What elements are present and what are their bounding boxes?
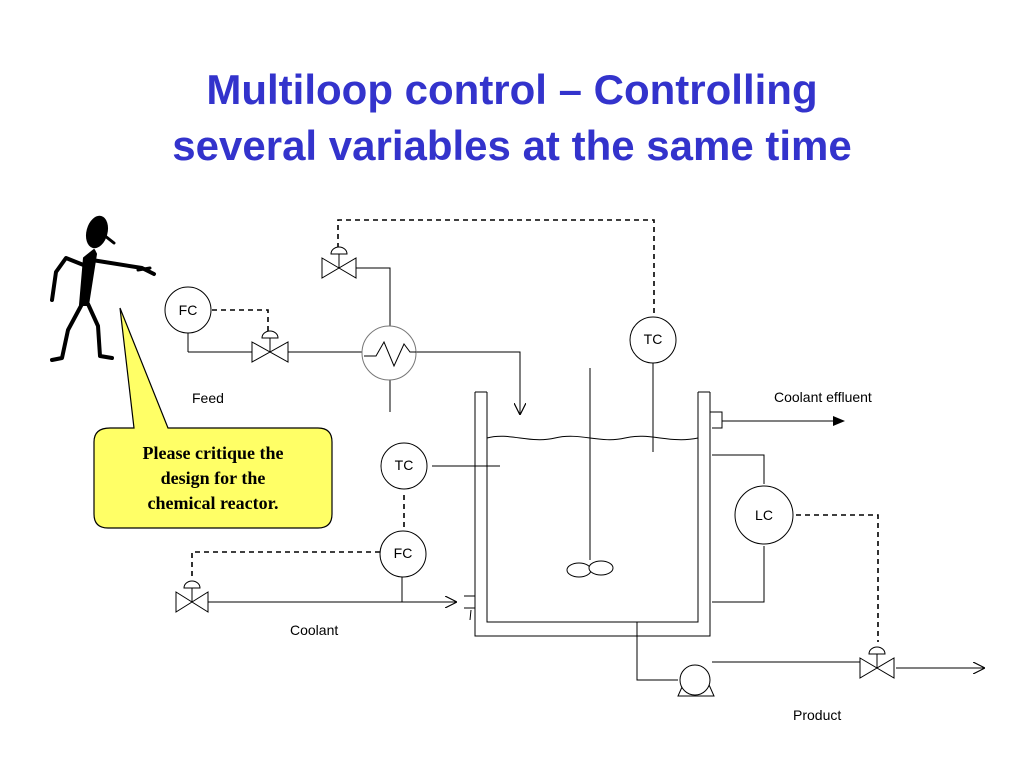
callout-line-2: design for the xyxy=(161,468,266,488)
instrument-tc-top: TC xyxy=(629,316,677,364)
process-piping xyxy=(187,267,984,681)
heat-exchanger-icon xyxy=(361,325,417,381)
speech-callout xyxy=(93,307,333,529)
signal-lines xyxy=(191,219,879,642)
stream-label-coolant-effluent: Coolant effluent xyxy=(774,389,872,405)
instrument-fc-feed: FC xyxy=(164,286,212,334)
liquid-level xyxy=(486,435,699,441)
valve-heat-exchanger-icon xyxy=(321,246,357,279)
instrument-tc-jacket-label: TC xyxy=(395,457,414,473)
slide-title: Multiloop control – Controlling several … xyxy=(0,62,1024,174)
title-line-2: several variables at the same time xyxy=(172,122,852,169)
callout-line-3: chemical reactor. xyxy=(148,493,279,513)
instrument-fc-coolant-label: FC xyxy=(394,545,413,561)
stream-label-coolant: Coolant xyxy=(290,622,338,638)
valve-feed-icon xyxy=(251,330,289,363)
pump-icon xyxy=(677,664,715,697)
stream-label-product: Product xyxy=(793,707,841,723)
instrument-fc-feed-label: FC xyxy=(179,302,198,318)
title-line-1: Multiloop control – Controlling xyxy=(206,66,818,113)
stick-figure-icon xyxy=(50,215,156,362)
valve-product-icon xyxy=(859,646,895,679)
instrument-fc-coolant: FC xyxy=(379,530,427,578)
stream-label-feed: Feed xyxy=(192,390,224,406)
callout-line-1: Please critique the xyxy=(143,443,284,463)
valve-coolant-icon xyxy=(175,580,209,613)
reactor-vessel xyxy=(464,391,723,637)
instrument-tc-top-label: TC xyxy=(644,331,663,347)
instrument-tc-jacket: TC xyxy=(380,442,428,490)
agitator-impeller-icon xyxy=(566,560,614,578)
instrument-lc-level: LC xyxy=(734,485,794,545)
instrument-lc-level-label: LC xyxy=(755,507,773,523)
